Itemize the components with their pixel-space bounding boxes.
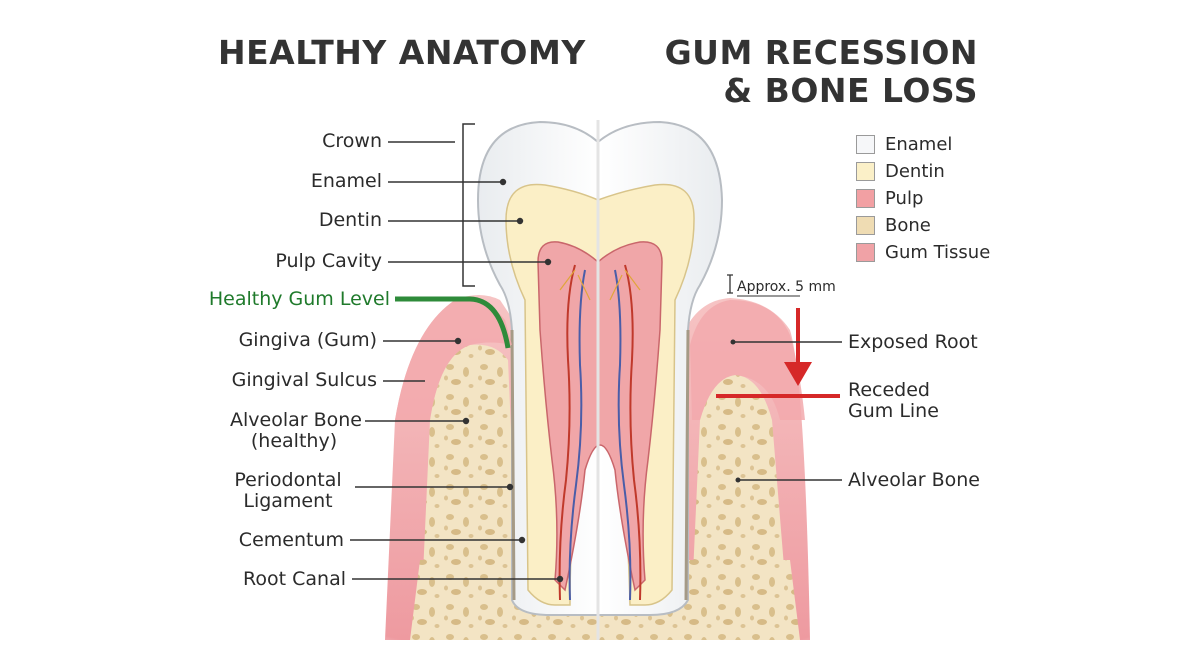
label-cementum: Cementum [238, 529, 344, 551]
legend-label-gum-tissue: Gum Tissue [885, 242, 991, 263]
label-alveolar-bone-l1: Alveolar Bone [230, 409, 362, 431]
legend: Enamel Dentin Pulp Bone Gum Tissue [856, 131, 990, 266]
legend-swatch-bone [856, 216, 875, 235]
label-pulp-cavity: Pulp Cavity [275, 250, 382, 272]
label-receded-l1: Receded [848, 379, 930, 401]
legend-item-bone: Bone [856, 212, 990, 239]
cementum-line [510, 329, 690, 601]
gum-left-cover [395, 299, 512, 420]
label-alveolar-bone-right: Alveolar Bone [848, 469, 980, 491]
legend-swatch-gum-tissue [856, 243, 875, 262]
legend-item-gum-tissue: Gum Tissue [856, 239, 990, 266]
nerve-vein-right [614, 269, 632, 601]
label-root-canal: Root Canal [243, 568, 346, 590]
left-leader-lines [350, 141, 564, 583]
label-alveolar-bone-l2: (healthy) [250, 430, 338, 452]
label-measurement: Approx. 5 mm [737, 279, 836, 295]
legend-label-bone: Bone [885, 215, 931, 236]
label-gingiva: Gingiva (Gum) [238, 329, 377, 351]
label-periodontal-l1: Periodontal [234, 469, 342, 491]
legend-label-enamel: Enamel [885, 134, 953, 155]
alveolar-bone-dot [735, 477, 741, 483]
bottom-fade-solid [360, 640, 840, 669]
legend-item-dentin: Dentin [856, 158, 990, 185]
label-receded-l2: Gum Line [848, 400, 939, 422]
right-annotations [716, 274, 842, 483]
nerve-branches [559, 262, 641, 301]
legend-label-pulp: Pulp [885, 188, 924, 209]
healthy-gum-level-line [395, 296, 511, 349]
gum-right-cover [690, 300, 805, 420]
nerve-artery-right [624, 264, 642, 601]
legend-swatch-enamel [856, 135, 875, 154]
legend-swatch-pulp [856, 189, 875, 208]
legend-swatch-dentin [856, 162, 875, 181]
nerve-vein-left [568, 269, 586, 601]
label-enamel: Enamel [310, 170, 382, 192]
label-crown: Crown [322, 130, 382, 152]
crown-bracket [462, 123, 475, 287]
title-bone-loss: & BONE LOSS [723, 71, 978, 110]
label-periodontal-l2: Ligament [243, 490, 333, 512]
label-healthy-gum-level: Healthy Gum Level [208, 288, 390, 310]
recession-arrow-head [784, 362, 812, 386]
label-exposed-root: Exposed Root [848, 331, 978, 353]
nerve-artery-left [558, 264, 576, 601]
measurement-bracket [727, 274, 733, 294]
legend-item-pulp: Pulp [856, 185, 990, 212]
title-gum-recession: GUM RECESSION [664, 33, 978, 72]
legend-item-enamel: Enamel [856, 131, 990, 158]
label-gingival-sulcus: Gingival Sulcus [231, 369, 377, 391]
exposed-root-dot [730, 339, 736, 345]
title-healthy-anatomy: HEALTHY ANATOMY [218, 33, 586, 72]
tooth [476, 120, 724, 616]
label-dentin: Dentin [318, 209, 382, 231]
legend-label-dentin: Dentin [885, 161, 945, 182]
